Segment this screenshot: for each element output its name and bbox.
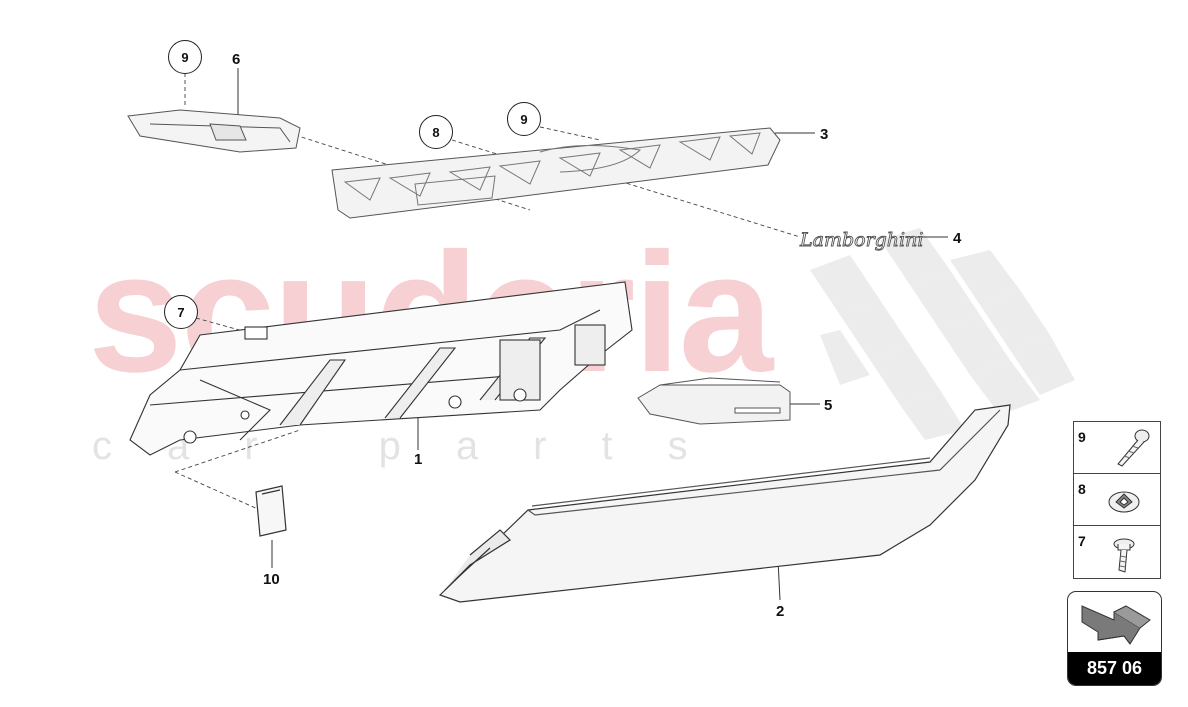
- part-2-glovebox-door: [438, 404, 1011, 603]
- arrow-icon: [1081, 605, 1151, 645]
- part-3-lid: [331, 127, 781, 219]
- part-10-cover: [255, 485, 287, 537]
- callout-8: 8: [419, 115, 453, 149]
- callout-7: 7: [164, 295, 198, 329]
- callout-9-top-left: 9: [168, 40, 202, 74]
- part-5-tray: [637, 377, 791, 425]
- screw-icon: [1117, 429, 1150, 467]
- part-label-2: 2: [776, 603, 785, 620]
- part-label-3: 3: [820, 126, 829, 143]
- legend-num-7: 7: [1078, 533, 1086, 549]
- checker-flag-watermark: [810, 228, 1075, 440]
- legend-num-8: 8: [1078, 481, 1086, 497]
- fastener-legend: 9 8 7: [1073, 421, 1161, 579]
- part-6-module: [127, 109, 301, 153]
- legend-row-9: 9: [1074, 422, 1160, 474]
- clip-nut-icon: [1108, 491, 1140, 513]
- legend-num-9: 9: [1078, 429, 1086, 445]
- part-1-frame: [129, 281, 633, 456]
- part-label-4: 4: [953, 230, 962, 247]
- page-badge: 857 06: [1067, 591, 1162, 686]
- part-4-emblem: Lamborghini: [799, 229, 923, 251]
- callout-9-top-center: 9: [507, 102, 541, 136]
- page-code: 857 06: [1068, 652, 1161, 685]
- part-label-6: 6: [232, 51, 241, 68]
- part-label-1: 1: [414, 451, 423, 468]
- legend-row-8: 8: [1074, 474, 1160, 526]
- part-label-5: 5: [824, 397, 833, 414]
- legend-row-7: 7: [1074, 526, 1160, 578]
- flange-screw-icon: [1113, 538, 1135, 573]
- part-label-10: 10: [263, 571, 280, 588]
